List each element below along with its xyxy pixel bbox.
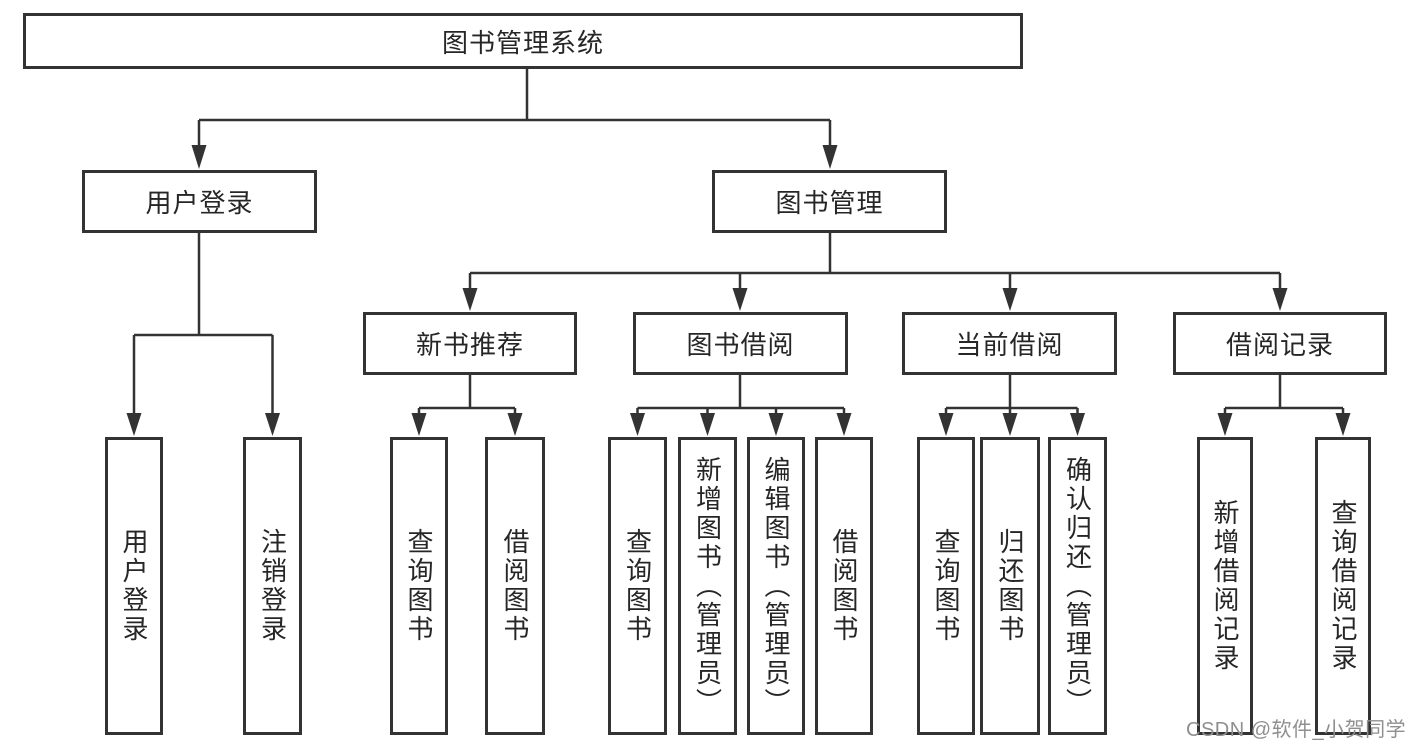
node-query-borrow-record: 查询借阅记录 [1315, 437, 1371, 735]
node-book-management: 图书管理 [712, 170, 947, 233]
node-query-books-recommend: 查询图书 [390, 437, 448, 735]
node-borrow-books: 借阅图书 [815, 437, 873, 735]
node-query-books-borrowing: 查询图书 [608, 437, 667, 735]
node-current-borrowing: 当前借阅 [902, 312, 1117, 375]
node-return-books: 归还图书 [980, 437, 1040, 735]
node-borrowing-records: 借阅记录 [1173, 312, 1387, 375]
node-query-books-current: 查询图书 [917, 437, 975, 735]
node-new-book-recommend: 新书推荐 [363, 312, 577, 375]
node-add-books-admin: 新增图书（管理员） [678, 437, 737, 735]
node-user-login-action: 用户登录 [105, 437, 163, 735]
node-confirm-return-admin: 确认归还（管理员） [1048, 437, 1107, 735]
node-logout: 注销登录 [243, 437, 302, 735]
node-add-borrow-record: 新增借阅记录 [1197, 437, 1253, 735]
node-root-library-system: 图书管理系统 [23, 13, 1023, 69]
node-edit-books-admin: 编辑图书（管理员） [747, 437, 805, 735]
node-user-login-group: 用户登录 [82, 170, 317, 233]
node-book-borrowing: 图书借阅 [633, 312, 848, 375]
node-borrow-books-recommend: 借阅图书 [485, 437, 545, 735]
csdn-watermark: CSDN @软件_小贺同学 [1186, 719, 1405, 741]
